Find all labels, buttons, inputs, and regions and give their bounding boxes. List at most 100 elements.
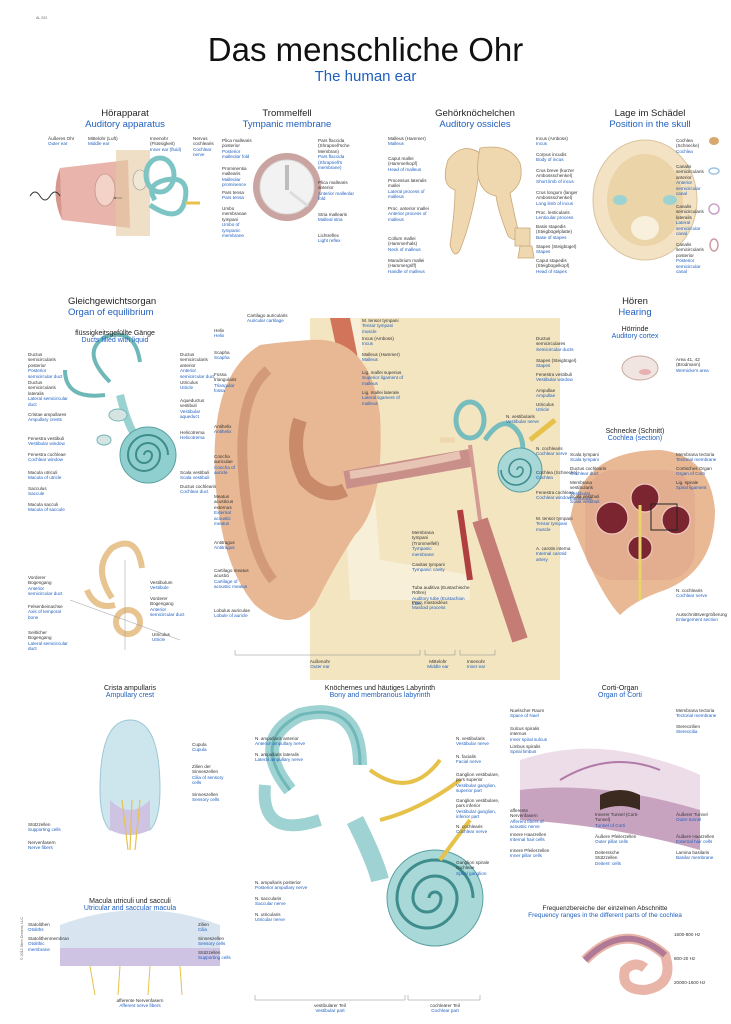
crista-illustration [99, 719, 161, 851]
auditory-apparatus-illustration [29, 150, 200, 236]
label-oss-l5: Collum mallei (Hammerhals)Neck of malleu… [388, 236, 421, 252]
main-ear-illustration [214, 318, 560, 680]
section-cochlea: Schnecke (Schnitt)Cochlea (section) [605, 428, 665, 442]
label-oss-r6: Basis stapedis (Steigbügelplatte)Base of… [536, 224, 573, 240]
corti-illustration [520, 748, 700, 850]
skull-illustration [592, 139, 698, 261]
label-oss-r3: Crus breve (kurzer Ambossschenkel)Short … [536, 168, 575, 184]
page-title: Das menschliche Ohr [207, 31, 524, 68]
section-frequency: Frequenzbereiche der einzelnen Abschnitt… [528, 905, 682, 919]
label-fr-1: 1600-800 Hz [674, 932, 701, 937]
page-number: AL 202 [36, 16, 48, 20]
label-main-c8: Cochlea (Schnecke)Cochlea [536, 470, 578, 481]
cochlea-section-illustration [570, 450, 715, 615]
macula-illustration [60, 910, 220, 996]
label-oss-l6: Manubrium mallei (Hammergriff)Handle of … [388, 258, 425, 274]
label-fr-2: 800-20 Hz [674, 956, 696, 961]
ossicles-illustration [444, 146, 535, 259]
label-inner-ear: Innenohr (Flüssigkeit)Inner ear (fluid) [150, 136, 182, 152]
label-main-c2: Stapes (Steigbügel)Stapes [536, 358, 577, 369]
page-subtitle: The human ear [314, 68, 417, 85]
label-main-r3: Malleus (Hammer)Malleus [362, 352, 400, 363]
equilibrium-axes [69, 560, 181, 650]
label-sk-1: Cochlea (Schnecke)Cochlea [676, 138, 700, 154]
label-main-r6: Membrana tympani (Trommelfell)Tympanic m… [412, 530, 439, 557]
